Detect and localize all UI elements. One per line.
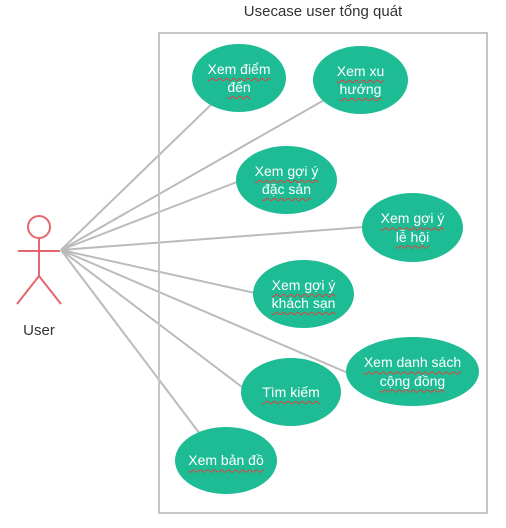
usecase-label: Xem gợi ý khách sạn [271,276,336,311]
actor-head [27,215,51,239]
usecase-xem-danh-sach-cong-dong[interactable]: Xem danh sách cộng đồng [346,337,479,406]
association-tim-kiem [60,249,247,391]
usecase-xem-goi-y-le-hoi[interactable]: Xem gợi ý lễ hội [362,193,463,262]
usecase-xem-goi-y-khach-san[interactable]: Xem gợi ý khách sạn [253,260,354,328]
system-boundary [158,32,488,514]
association-xem-ban-do [60,249,201,435]
usecase-xem-ban-do[interactable]: Xem bản đồ [175,427,277,494]
usecase-label: Xem bản đồ [188,452,264,469]
association-xem-goi-y-le-hoi [60,226,365,251]
usecase-xem-xu-huong[interactable]: Xem xu hướng [313,46,408,114]
actor-left-leg [16,275,40,305]
usecase-label: Xem xu hướng [336,62,385,97]
diagram-title: Usecase user tổng quát [243,3,403,20]
actor-right-leg [38,275,62,305]
usecase-tim-kiem[interactable]: Tìm kiếm [241,358,341,426]
usecase-label: Tìm kiếm [262,383,320,400]
actor-figure [16,215,62,305]
association-xem-xu-huong [60,94,334,251]
usecase-xem-goi-y-dac-san[interactable]: Xem gợi ý đặc sản [236,146,337,214]
usecase-label: Xem điểm đến [207,60,271,95]
actor-label: User [23,322,55,339]
usecase-xem-diem-den[interactable]: Xem điểm đến [192,44,286,112]
association-xem-danh-sach-cong-dong [60,249,349,374]
association-xem-goi-y-dac-san [60,179,243,251]
usecase-label: Xem gợi ý lễ hội [380,210,445,245]
association-xem-diem-den [60,95,221,251]
usecase-label: Xem danh sách cộng đồng [363,354,462,389]
usecase-label: Xem gợi ý đặc sản [254,162,319,197]
